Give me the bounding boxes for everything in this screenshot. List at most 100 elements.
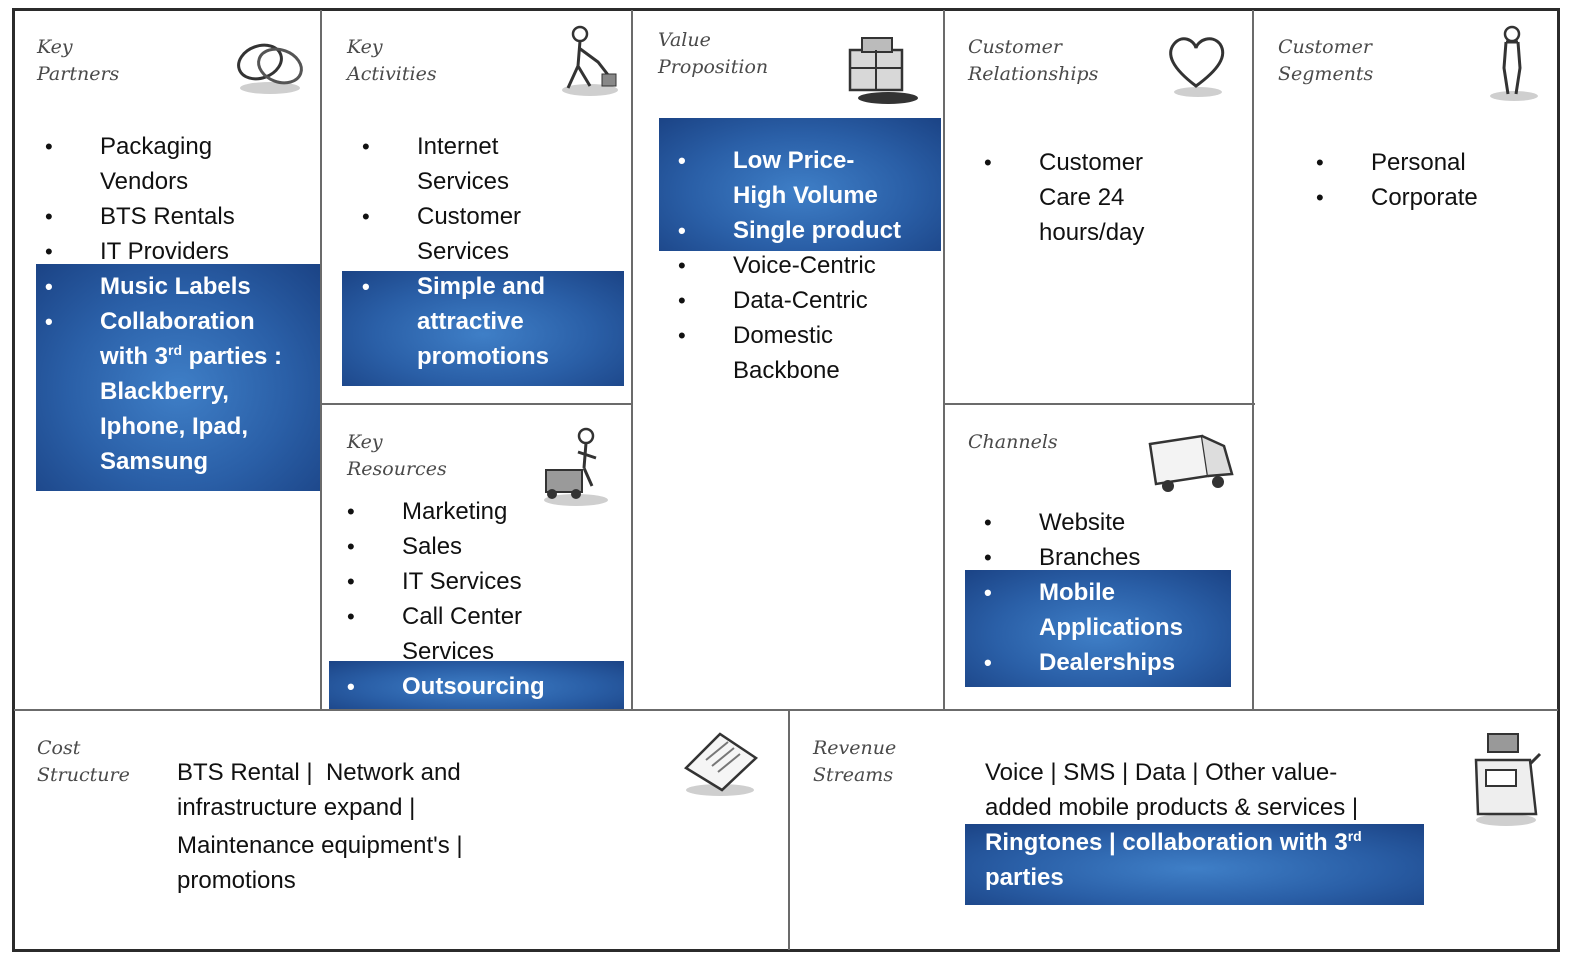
- list-item-text: High Volume: [733, 182, 878, 209]
- list-item: Simple and: [362, 269, 549, 304]
- rings-icon: [228, 28, 312, 98]
- list-item-continuation: with 3rd parties :: [100, 339, 282, 374]
- revenue-streams-title-line1: Revenue: [813, 737, 897, 759]
- revenue-streams-highlight-text-a: Ringtones | collaboration with 3: [985, 829, 1348, 856]
- key-partners-title-line2: Partners: [37, 63, 120, 85]
- list-item-continuation: Samsung: [100, 444, 282, 479]
- revenue-streams-title: Revenue Streams: [813, 735, 896, 789]
- channels-list: Website Branches: [984, 505, 1141, 575]
- list-item-continuation: Iphone, Ipad,: [100, 409, 282, 444]
- revenue-streams-highlight-text: Ringtones | collaboration with 3rd parti…: [985, 825, 1362, 895]
- gift-icon: [842, 30, 924, 106]
- revenue-streams-line: added mobile products & services |: [985, 794, 1359, 821]
- list-item-continuation: Applications: [1039, 610, 1183, 645]
- cost-structure-line: BTS Rental | Network and: [177, 759, 461, 786]
- list-item-text: Backbone: [733, 357, 840, 384]
- key-resources-list: Marketing Sales IT Services Call Center …: [347, 494, 522, 669]
- key-activities-highlight-list: Simple and attractive promotions: [362, 269, 549, 374]
- cost-structure-line: Maintenance equipment's |: [177, 832, 463, 859]
- receipt-icon: [676, 728, 766, 798]
- customer-segments-title-line1: Customer: [1278, 36, 1372, 58]
- person-icon: [1484, 24, 1544, 102]
- divider-kp-ka: [320, 10, 322, 710]
- list-item-text: attractive: [417, 308, 524, 335]
- cash-register-icon: [1466, 724, 1546, 828]
- list-item: IT Services: [347, 564, 522, 599]
- ordinal-suffix: rd: [1347, 828, 1362, 844]
- key-resources-title-line1: Key: [347, 431, 383, 453]
- key-activities-title: Key Activities: [347, 34, 437, 88]
- key-partners-title: Key Partners: [37, 34, 119, 88]
- customer-segments-list: Personal Corporate: [1316, 145, 1478, 215]
- list-item: Outsourcing: [347, 669, 545, 704]
- list-item-continuation: Services: [402, 634, 522, 669]
- list-item: Domestic: [678, 318, 876, 353]
- value-proposition-title-line1: Value: [658, 29, 711, 51]
- cost-structure-title-line2: Structure: [37, 764, 130, 786]
- divider-ka-vp: [631, 10, 633, 710]
- list-item-text: Applications: [1039, 614, 1184, 641]
- key-resources-title: Key Resources: [347, 429, 447, 483]
- channels-title: Channels: [968, 429, 1058, 456]
- list-item-text: promotions: [417, 343, 549, 370]
- customer-segments-title: Customer Segments: [1278, 34, 1373, 88]
- ordinal-suffix: rd: [168, 342, 183, 358]
- forklift-icon: [538, 424, 618, 508]
- list-item: Marketing: [347, 494, 522, 529]
- list-item-continuation: hours/day: [1039, 215, 1144, 250]
- list-item: Data-Centric: [678, 283, 876, 318]
- list-item: Branches: [984, 540, 1141, 575]
- list-item: BTS Rentals: [45, 199, 235, 234]
- revenue-streams-highlight-line: parties: [985, 864, 1064, 891]
- divider-cr-ch: [945, 403, 1255, 405]
- cost-structure-line: promotions: [177, 867, 296, 894]
- key-resources-title-line2: Resources: [347, 458, 447, 480]
- list-item-continuation: Care 24: [1039, 180, 1144, 215]
- key-partners-list: Packaging Vendors BTS Rentals IT Provide…: [45, 129, 235, 269]
- list-item-continuation: attractive: [417, 304, 549, 339]
- business-model-canvas: [12, 8, 1560, 952]
- list-item: Voice-Centric: [678, 248, 876, 283]
- customer-relationships-title: Customer Relationships: [968, 34, 1098, 88]
- divider-cr-cs: [1252, 10, 1254, 710]
- key-partners-highlight-list: Music Labels Collaboration with 3rd part…: [45, 269, 282, 479]
- revenue-streams-line: Voice | SMS | Data | Other value-: [985, 759, 1338, 786]
- list-item: Collaboration: [45, 304, 282, 339]
- key-activities-title-line2: Activities: [347, 63, 437, 85]
- list-item: Sales: [347, 529, 522, 564]
- list-item: Corporate: [1316, 180, 1478, 215]
- customer-segments-title-line2: Segments: [1278, 63, 1374, 85]
- value-proposition-list: Voice-Centric Data-Centric Domestic Back…: [678, 248, 876, 388]
- divider-ka-kr: [322, 403, 632, 405]
- list-item: Internet: [362, 129, 521, 164]
- cost-structure-title-line1: Cost: [37, 737, 81, 759]
- list-item: Single product: [678, 213, 901, 248]
- revenue-streams-highlight: [965, 824, 1424, 905]
- list-item-continuation: Backbone: [733, 353, 876, 388]
- revenue-streams-text: Voice | SMS | Data | Other value- added …: [985, 755, 1358, 825]
- list-item: Dealerships: [984, 645, 1183, 680]
- list-item: Website: [984, 505, 1140, 540]
- list-item-text: Iphone, Ipad,: [100, 413, 248, 440]
- list-item-text: Samsung: [100, 448, 209, 475]
- heart-icon: [1162, 30, 1232, 100]
- channels-highlight-list: Mobile Applications Dealerships: [984, 575, 1183, 680]
- list-item: Packaging: [45, 129, 235, 164]
- list-item: Mobile: [984, 575, 1183, 610]
- list-item: Personal: [1316, 145, 1478, 180]
- list-item-text: Blackberry,: [100, 378, 229, 405]
- key-partners-title-line1: Key: [37, 36, 73, 58]
- list-item-text: Services: [402, 638, 495, 665]
- list-item-text: Vendors: [100, 168, 189, 195]
- value-proposition-title: Value Proposition: [658, 27, 768, 81]
- channels-title-line1: Channels: [968, 431, 1058, 453]
- list-item-continuation: High Volume: [733, 178, 901, 213]
- list-item: IT Providers: [45, 234, 235, 269]
- revenue-streams-title-line2: Streams: [813, 764, 894, 786]
- list-item-text: hours/day: [1039, 219, 1145, 246]
- divider-top-bottom: [14, 709, 1558, 711]
- list-item-text: Care 24: [1039, 184, 1125, 211]
- cost-structure-text: BTS Rental | Network and infrastructure …: [177, 755, 463, 898]
- list-item: Customer: [984, 145, 1144, 180]
- value-proposition-highlight-list: Low Price- High Volume Single product: [678, 143, 901, 248]
